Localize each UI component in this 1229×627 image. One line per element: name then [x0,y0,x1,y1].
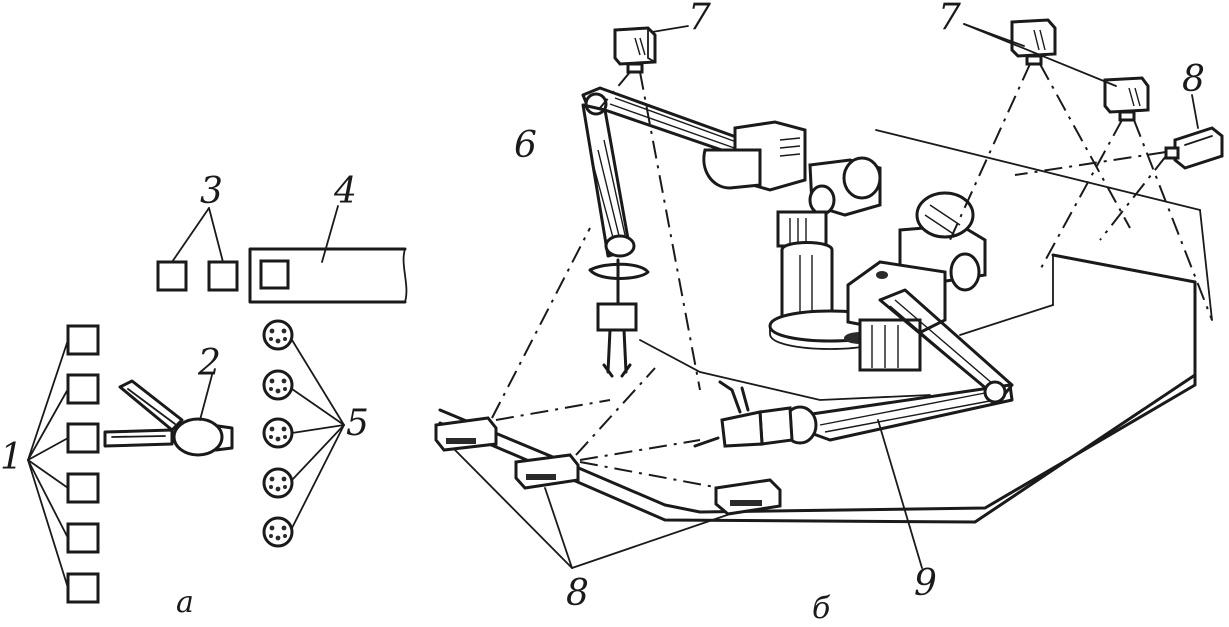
conveyor-4 [248,205,408,304]
label-robot-arm-right: 9 [914,563,937,604]
label-manipulator: 2 [198,343,221,384]
camera-7-right-a [949,18,1131,241]
label-camera-left: 7 [688,0,711,38]
label-camera-right: 7 [938,0,961,38]
leader-lines-1 [27,339,69,589]
camera-7-right-b [1039,76,1213,321]
sensor-8-right [1014,94,1224,241]
camera-7-leaders [651,23,1117,87]
caption-part-b: б [812,591,831,626]
sensor-box [66,422,100,454]
label-robot-arm-left: 6 [514,125,537,166]
robot-arm-6 [581,86,752,378]
sensor-box [66,522,100,554]
parts-5 [262,319,345,548]
sensor-boxes-1 [66,324,100,604]
sensor-box [66,472,100,504]
label-sensor-right: 8 [1182,59,1205,100]
label-sensors-pair: 3 [200,171,223,212]
camera-7-left [599,26,701,391]
sensor-box [66,572,100,604]
sensor-pair-3 [156,207,239,292]
sensor-box [66,324,100,356]
robot-arm-9 [693,191,1014,448]
label-conveyor: 4 [334,171,357,212]
caption-part-a: а [176,585,194,620]
sensor-box [66,373,100,405]
sensors-8-bottom [434,227,923,569]
schematic-a [27,205,408,604]
scene-b [434,18,1224,569]
label-sensors-left: 1 [0,437,23,478]
label-parts: 5 [346,403,369,444]
manipulator-2 [103,374,234,457]
label-sensors-bottom: 8 [566,573,589,614]
